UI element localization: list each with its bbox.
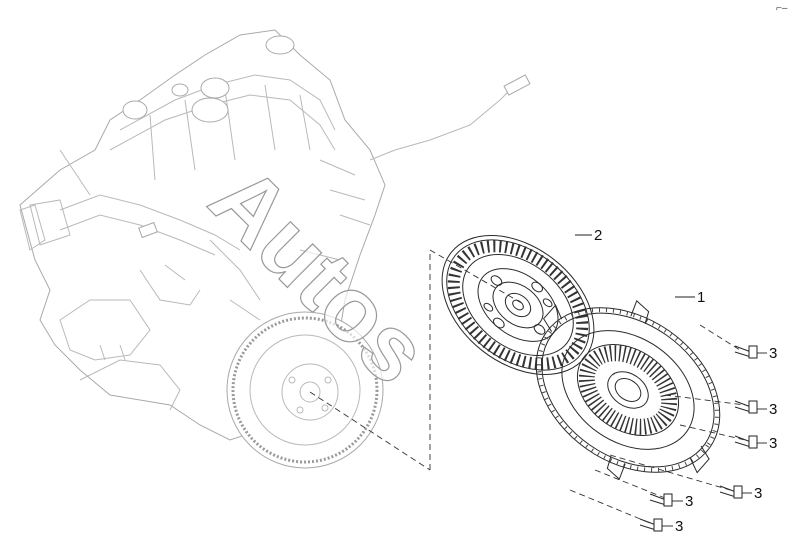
bolt [719,485,743,499]
clutch-disc [441,235,595,375]
bolts [639,345,758,532]
alignment-lines [309,249,746,524]
callout-3-c: 3 [769,435,777,452]
callout-3-f: 3 [675,518,683,535]
callout-3-b: 3 [769,401,777,418]
callout-2: 2 [594,227,602,244]
callout-3-d: 3 [754,485,762,502]
callouts: 2 1 3 3 3 3 3 3 [575,227,777,535]
callout-1: 1 [697,289,705,306]
bolt [734,435,758,449]
bolt [639,518,663,532]
callout-3-e: 3 [685,493,693,510]
bolt [649,493,673,507]
engine-block [19,29,531,469]
callout-3-a: 3 [769,345,777,362]
clutch-cover [535,300,721,480]
bolt [734,400,758,414]
bolt [734,345,758,359]
corner-mark: ⌐– [776,3,788,14]
